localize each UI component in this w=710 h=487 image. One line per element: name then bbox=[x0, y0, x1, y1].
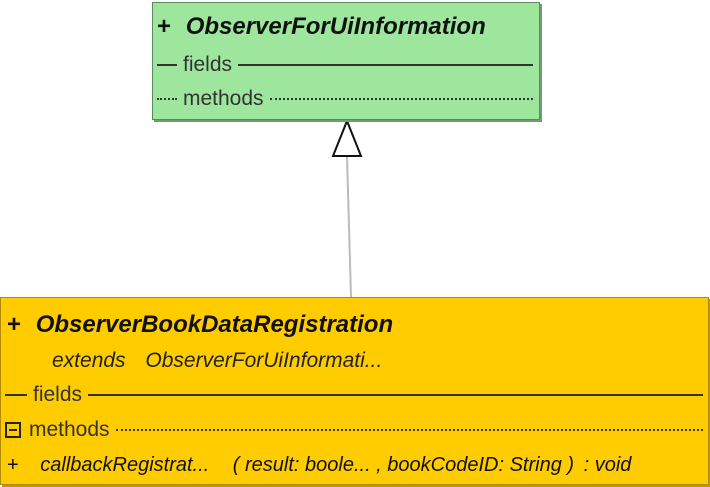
extends-row: extends ObserverForUiInformati... bbox=[52, 349, 382, 373]
class-box-observer-book-data-registration[interactable]: + ObserverBookDataRegistration extends O… bbox=[0, 297, 709, 485]
hollow-triangle-arrow-icon bbox=[331, 118, 363, 157]
method-visibility: + bbox=[7, 454, 19, 476]
class-title[interactable]: + ObserverForUiInformation bbox=[157, 13, 486, 41]
section-divider bbox=[157, 64, 177, 66]
method-row[interactable]: + callbackRegistrat... ( result: boole..… bbox=[7, 454, 631, 477]
methods-label: methods bbox=[29, 418, 110, 441]
method-name: callbackRegistrat... bbox=[40, 454, 210, 476]
class-title[interactable]: + ObserverBookDataRegistration bbox=[7, 311, 393, 339]
collapse-toggle-icon[interactable] bbox=[5, 422, 21, 438]
extends-target[interactable]: ObserverForUiInformati... bbox=[145, 349, 383, 372]
class-name: ObserverForUiInformation bbox=[185, 13, 486, 40]
fields-label: fields bbox=[183, 53, 233, 76]
methods-section[interactable]: methods bbox=[5, 418, 703, 442]
visibility-marker: + bbox=[7, 311, 22, 338]
section-divider bbox=[269, 98, 533, 100]
section-divider bbox=[5, 394, 27, 396]
section-divider bbox=[88, 394, 703, 396]
class-box-observer-for-ui-information[interactable]: + ObserverForUiInformation fields method… bbox=[152, 2, 540, 120]
extends-keyword: extends bbox=[52, 349, 126, 372]
section-divider bbox=[157, 98, 177, 100]
method-return-type: : void bbox=[583, 454, 632, 476]
methods-section[interactable]: methods bbox=[157, 87, 533, 111]
method-params: ( result: boole... , bookCodeID: String … bbox=[232, 454, 575, 476]
fields-section[interactable]: fields bbox=[5, 383, 703, 407]
visibility-marker: + bbox=[157, 13, 172, 40]
inheritance-line bbox=[346, 155, 352, 298]
methods-label: methods bbox=[183, 87, 264, 110]
section-divider bbox=[238, 64, 533, 66]
section-divider bbox=[115, 429, 703, 431]
fields-label: fields bbox=[33, 383, 83, 406]
class-name: ObserverBookDataRegistration bbox=[35, 311, 394, 338]
fields-section[interactable]: fields bbox=[157, 53, 533, 77]
